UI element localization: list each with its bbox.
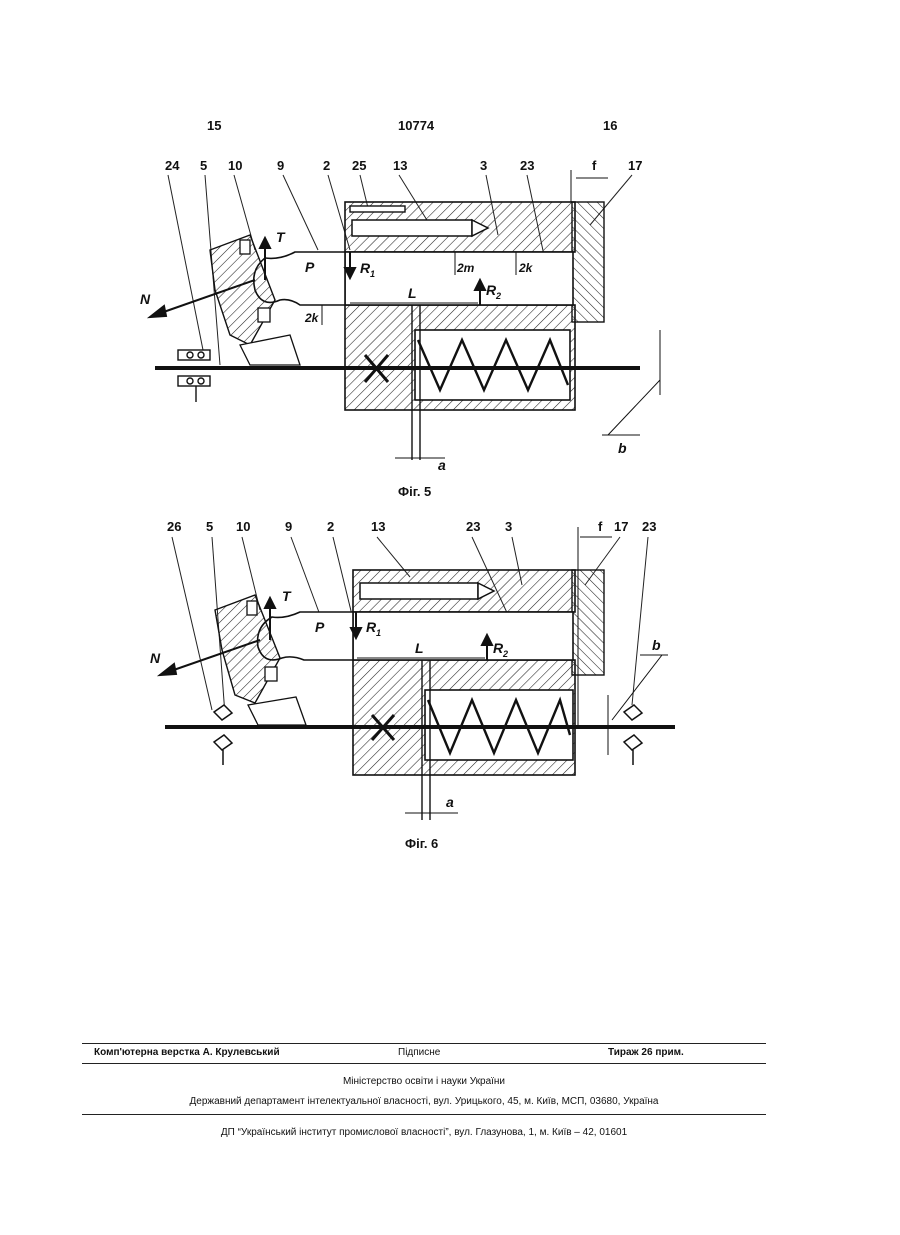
- svg-text:3: 3: [480, 158, 487, 173]
- svg-text:9: 9: [285, 519, 292, 534]
- fig5-cam-lever: [210, 235, 345, 365]
- svg-text:2: 2: [495, 291, 501, 301]
- svg-text:17: 17: [614, 519, 628, 534]
- layout-credit: Комп'ютерна верстка А. Крулевський: [94, 1047, 280, 1058]
- fig5-housing: [155, 202, 640, 460]
- department-address: Державний департамент інтелектуальної вл…: [82, 1096, 766, 1107]
- svg-text:2: 2: [323, 158, 330, 173]
- svg-text:2k: 2k: [304, 311, 320, 325]
- svg-text:b: b: [652, 637, 661, 653]
- figure-6-drawing: 26 5 10 9 2 13 23 3 f 17 23: [0, 515, 900, 835]
- figure-6-caption: Фіг. 6: [405, 836, 438, 851]
- footer-rule-mid: [82, 1063, 766, 1064]
- svg-text:a: a: [446, 794, 454, 810]
- institute-address: ДП “Український інститут промислової вла…: [82, 1127, 766, 1138]
- signed-note: Підписне: [398, 1047, 440, 1058]
- fig6-part-labels: 26 5 10 9 2 13 23 3 f 17 23: [167, 519, 656, 534]
- svg-text:3: 3: [505, 519, 512, 534]
- patent-number: 10774: [398, 118, 434, 133]
- svg-text:17: 17: [628, 158, 642, 173]
- fig5-support-24: [178, 350, 210, 402]
- svg-text:24: 24: [165, 158, 180, 173]
- svg-text:P: P: [305, 259, 315, 275]
- svg-text:N: N: [140, 291, 151, 307]
- ministry-name: Міністерство освіти і науки України: [82, 1076, 766, 1087]
- page-number-right: 16: [603, 118, 617, 133]
- svg-text:25: 25: [352, 158, 366, 173]
- svg-text:9: 9: [277, 158, 284, 173]
- footer-rule-bottom: [82, 1114, 766, 1115]
- svg-text:13: 13: [371, 519, 385, 534]
- svg-text:b: b: [618, 440, 627, 456]
- svg-text:23: 23: [642, 519, 656, 534]
- svg-text:10: 10: [228, 158, 242, 173]
- svg-text:a: a: [438, 457, 446, 473]
- figure-5-drawing: 24 5 10 9 2 25 13 3 23 f 17: [0, 140, 900, 500]
- svg-text:P: P: [315, 619, 325, 635]
- svg-text:1: 1: [370, 269, 375, 279]
- svg-text:T: T: [282, 588, 292, 604]
- svg-text:2m: 2m: [456, 261, 475, 275]
- svg-text:L: L: [415, 640, 424, 656]
- svg-text:13: 13: [393, 158, 407, 173]
- svg-text:10: 10: [236, 519, 250, 534]
- svg-text:2k: 2k: [518, 261, 534, 275]
- svg-text:5: 5: [200, 158, 207, 173]
- footer-rule-top: [82, 1043, 766, 1044]
- svg-text:L: L: [408, 285, 417, 301]
- print-run: Тираж 26 прим.: [608, 1047, 684, 1058]
- figure-5-caption: Фіг. 5: [398, 484, 431, 499]
- svg-text:2: 2: [502, 649, 508, 659]
- svg-text:T: T: [276, 229, 286, 245]
- svg-text:1: 1: [376, 628, 381, 638]
- svg-text:26: 26: [167, 519, 181, 534]
- svg-text:2: 2: [327, 519, 334, 534]
- svg-text:N: N: [150, 650, 161, 666]
- page-number-left: 15: [207, 118, 221, 133]
- svg-text:f: f: [592, 158, 597, 173]
- svg-text:23: 23: [466, 519, 480, 534]
- svg-text:23: 23: [520, 158, 534, 173]
- fig6-cam-lever: [215, 595, 353, 725]
- svg-text:f: f: [598, 519, 603, 534]
- svg-text:5: 5: [206, 519, 213, 534]
